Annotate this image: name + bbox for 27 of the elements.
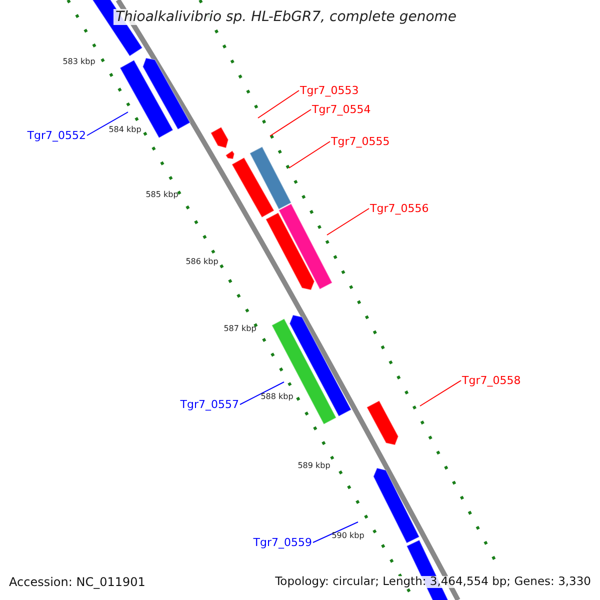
leader-line [240, 382, 284, 405]
scale-label: 588 kbp [260, 393, 294, 401]
gene-label: Tgr7_0553 [300, 85, 359, 96]
leader-line [312, 522, 358, 543]
scale-label: 583 kbp [62, 58, 96, 66]
gene-label: Tgr7_0559 [253, 537, 312, 548]
leader-line [326, 208, 370, 236]
scale-label: 585 kbp [146, 191, 178, 199]
leader-line [420, 380, 462, 406]
leader-line [270, 109, 312, 136]
gene-label: Tgr7_0557 [180, 399, 239, 410]
leader-line [288, 141, 330, 168]
scale-label: 589 kbp [298, 462, 330, 470]
scale-label: 587 kbp [224, 325, 256, 333]
map-title: Thioalkalivibrio sp. HL-EbGR7, complete genome [113, 9, 459, 25]
scale-label: 584 kbp [108, 126, 142, 134]
leader-line [258, 90, 300, 118]
gene-label: Tgr7_0552 [27, 130, 86, 141]
gene-label: Tgr7_0558 [462, 375, 521, 386]
scale-label: 586 kbp [186, 258, 218, 266]
gene-label: Tgr7_0554 [312, 104, 371, 115]
gene-label: Tgr7_0556 [370, 203, 429, 214]
scale-label: 590 kbp [332, 532, 364, 540]
genome-info-label: Topology: circular; Length: 3,464,554 bp; Genes: 3,330 [275, 576, 591, 588]
accession-label: Accession: NC_011901 [9, 576, 146, 588]
leader-line [86, 112, 128, 136]
gene-label: Tgr7_0555 [331, 136, 390, 147]
